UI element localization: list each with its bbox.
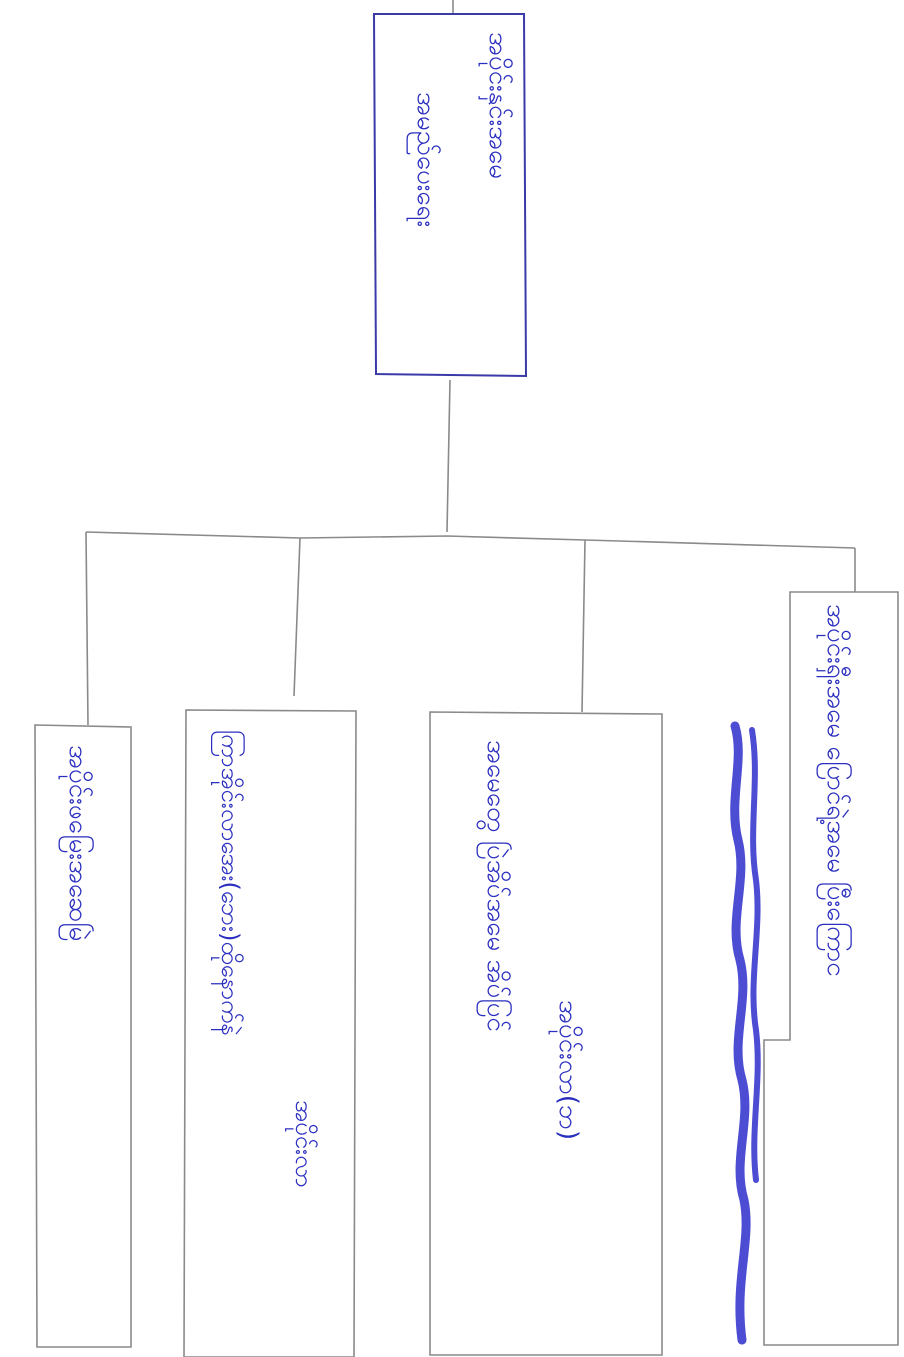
child-1-text-line1: အပိုင်းဖမြေးအဆေမြဲ (58, 745, 96, 941)
crossed-out-scribble-2 (749, 727, 761, 1183)
connector-root-trunk (446, 379, 451, 533)
child-2-text-line1: ကြာအိုင်းလာအေး(ဘေး)ထိုနောက်နဲ (211, 730, 246, 1036)
connector-branch-3 (581, 539, 586, 713)
child-node-1: အပိုင်းဖမြေးအဆေမြဲ (34, 724, 132, 1348)
root-box (372, 13, 528, 378)
child-box-4 (763, 591, 899, 1346)
child-node-2: ကြာအိုင်းလာအေး(ဘေး)ထိုနောက်နဲ အပိုင်းလာ (183, 709, 357, 1357)
child-node-4: အပိုင်းရှီးအမေ ပြောင်ရဲ့အမေ ပြီးကြောင (730, 591, 899, 1346)
child-box-2 (183, 709, 357, 1357)
connector-branch-2 (293, 537, 301, 697)
crossed-out-scribble (730, 721, 751, 1345)
child-3-text-line2: အပိုင်းလာ(ဘ) (548, 1000, 584, 1140)
child-3-text-line1: အမေတွေ ပြဲအိပ်အမေ အိပ်ပြင် (476, 740, 514, 1032)
child-node-3: အမေတွေ ပြဲအိပ်အမေ အိပ်ပြင် အပိုင်းလာ(ဘ) (429, 711, 663, 1356)
root-text-line1: အပိုင်းနှင်းအမေ (478, 32, 514, 179)
root-text-line2: အမည်ပေးရေး (406, 92, 442, 227)
connector-lines (85, 0, 856, 726)
root-node: အပိုင်းနှင်းအမေ အမည်ပေးရေး (372, 13, 528, 378)
connector-branch-1 (85, 531, 89, 726)
child-box-3 (429, 711, 663, 1356)
child-2-text-line2: အပိုင်းလာ (285, 1100, 319, 1188)
connector-horizontal-bar (85, 531, 856, 549)
child-4-text-line1: အပိုင်းရှီးအမေ ပြောင်ရဲ့အမေ ပြီးကြောင (816, 604, 854, 977)
child-box-1 (34, 724, 132, 1348)
